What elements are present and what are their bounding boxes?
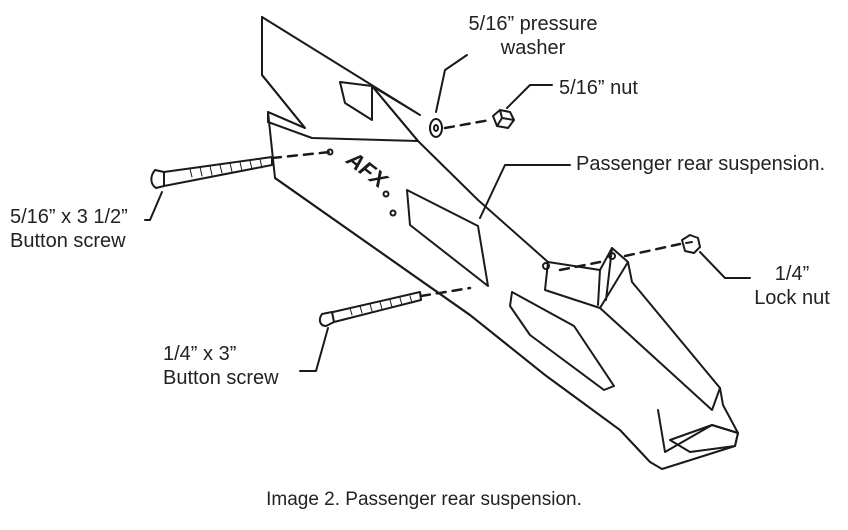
button-screw-14 (318, 291, 422, 327)
bracket-outline (261, 16, 739, 470)
nut-516 (492, 109, 515, 129)
label-button-screw-516: 5/16” x 3 1/2” Button screw (10, 205, 128, 253)
leader-lock-nut (699, 251, 751, 279)
label-pressure-washer-line1: 5/16” pressure (468, 13, 598, 35)
button-screw-14-threads (349, 295, 413, 316)
bracket-slot-small (509, 291, 615, 391)
button-screw-516 (150, 156, 273, 189)
label-button-screw-14-line1: 1/4” x 3” (163, 343, 237, 365)
pressure-washer (429, 118, 443, 138)
leader-button-screw-14 (299, 327, 329, 372)
bracket-upper-wall (339, 81, 419, 142)
bracket-bottom-tab (669, 424, 739, 453)
label-lock-nut-line1: 1/4” (774, 263, 810, 285)
button-screw-516-threads (189, 158, 263, 178)
bracket-channel-back (544, 247, 629, 309)
leader-passenger-rear (479, 164, 571, 219)
label-pressure-washer-line2: washer (500, 37, 566, 59)
lock-nut-14 (681, 234, 701, 254)
label-lock-nut-line2: Lock nut (754, 287, 830, 309)
bracket-front-edge (274, 177, 651, 463)
hole-3 (389, 209, 397, 217)
hole-2 (382, 190, 390, 198)
assembly-line-lower (419, 242, 682, 298)
bracket-slot-large (406, 189, 489, 287)
label-pressure-washer: 5/16” pressure washer (458, 12, 608, 60)
label-lock-nut: 1/4” Lock nut (742, 262, 842, 310)
leader-button-screw-516 (144, 191, 163, 221)
pressure-washer-hole (433, 124, 439, 132)
figure-caption: Image 2. Passenger rear suspension. (266, 489, 582, 510)
hole-5 (608, 252, 616, 260)
label-passenger-rear-suspension: Passenger rear suspension. (576, 153, 826, 175)
bracket-top-flange (261, 16, 419, 142)
afx-logo: AFX (341, 146, 393, 194)
label-button-screw-14-line2: Button screw (163, 367, 279, 389)
assembly-line-upper (270, 118, 492, 160)
label-button-screw-516-line2: Button screw (10, 230, 126, 252)
label-button-screw-516-line1: 5/16” x 3 1/2” (10, 206, 128, 228)
label-button-screw-14: 1/4” x 3” Button screw (163, 342, 279, 390)
hole-4 (542, 262, 550, 270)
label-nut: 5/16” nut (559, 77, 638, 99)
leader-nut (506, 84, 553, 109)
leader-pressure-washer (435, 54, 468, 113)
